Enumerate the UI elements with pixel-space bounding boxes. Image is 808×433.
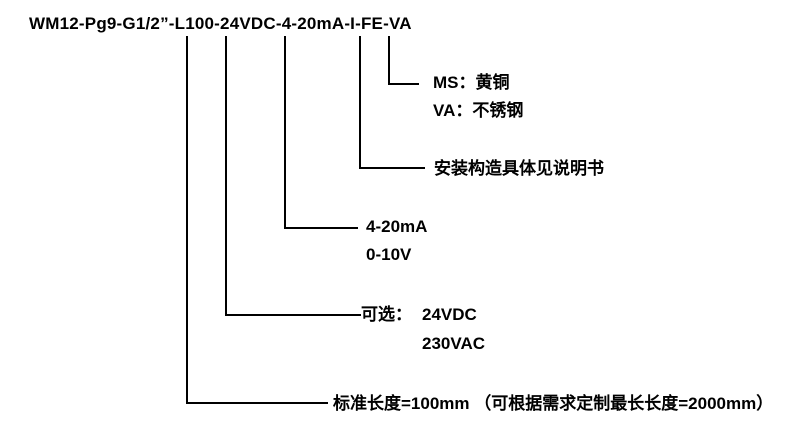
model-code-title: WM12-Pg9-G1/2”-L100-24VDC-4-20mA-I-FE-VA bbox=[29, 14, 412, 33]
mounting-note-label: 安装构造具体见说明书 bbox=[434, 159, 604, 178]
power-option-230vac-label: 230VAC bbox=[422, 334, 485, 353]
length-note-label: 标准长度=100mm （可根据需求定制最长长度=2000mm） bbox=[333, 394, 774, 413]
mounting-leader-horizontal-line bbox=[359, 167, 425, 169]
output-option-current-label: 4-20mA bbox=[366, 217, 428, 236]
power-leader-vertical-line bbox=[225, 36, 227, 316]
mounting-leader-vertical-line bbox=[359, 36, 361, 169]
output-leader-horizontal-line bbox=[284, 227, 358, 229]
power-leader-horizontal-line bbox=[225, 314, 361, 316]
output-leader-vertical-line bbox=[284, 36, 286, 229]
material-option-va-label: VA：不锈钢 bbox=[433, 101, 524, 120]
material-option-ms-label: MS：黄铜 bbox=[433, 73, 510, 92]
power-option-24vdc-label: 24VDC bbox=[422, 305, 477, 324]
power-optional-prefix-label: 可选： bbox=[361, 305, 412, 324]
output-option-voltage-label: 0-10V bbox=[366, 245, 412, 264]
material-leader-vertical-line bbox=[388, 36, 390, 85]
length-leader-horizontal-line bbox=[186, 402, 328, 404]
length-leader-vertical-line bbox=[186, 36, 188, 404]
material-leader-horizontal-line bbox=[388, 83, 419, 85]
